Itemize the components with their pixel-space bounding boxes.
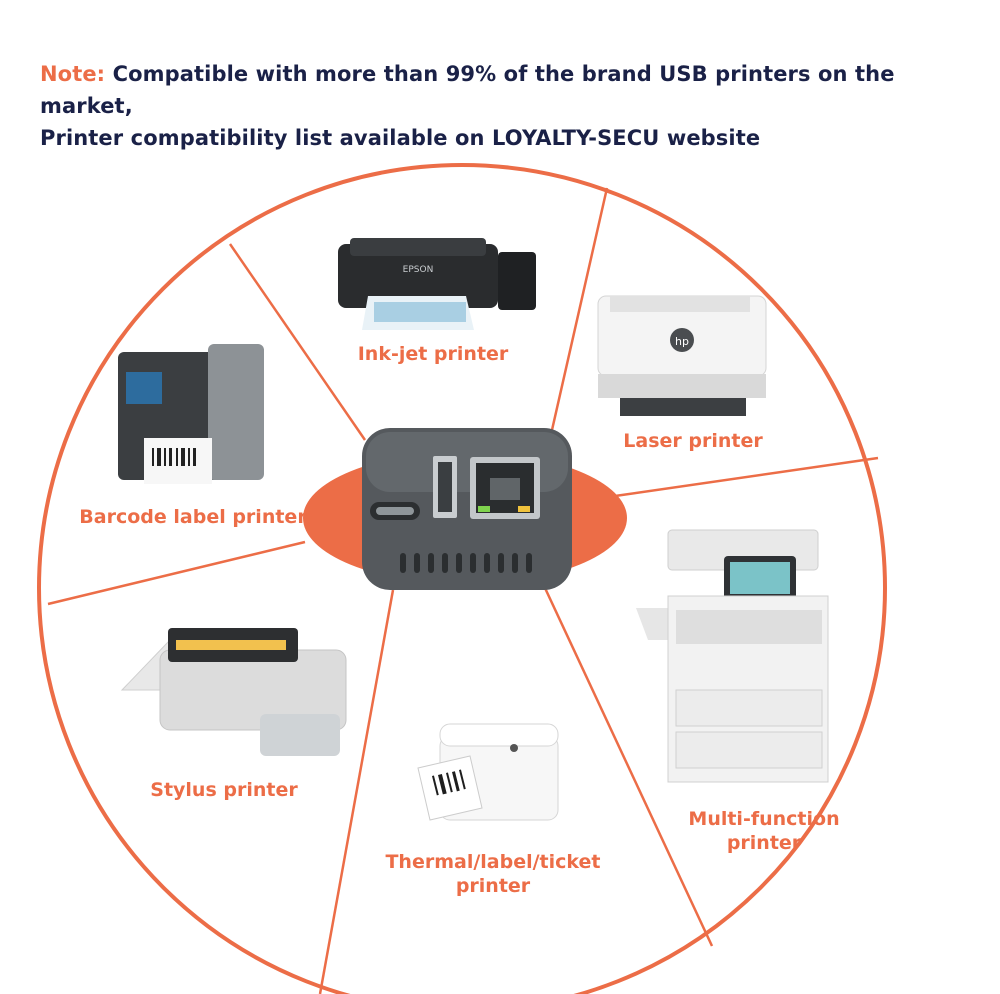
label-mfp-line1: Multi-function xyxy=(688,808,840,830)
wheel-outline xyxy=(37,163,887,994)
label-thermal: Thermal/label/ticket printer xyxy=(380,850,606,898)
thermal-printer-image xyxy=(417,723,559,821)
mfp-printer-image xyxy=(636,529,829,783)
label-thermal-line2: printer xyxy=(455,875,531,897)
divider-top-right xyxy=(550,187,609,431)
wheel-dividers xyxy=(47,187,879,994)
compatibility-note: Note: Compatible with more than 99% of t… xyxy=(40,58,980,154)
divider-bottom-right xyxy=(543,587,714,947)
divider-top-left xyxy=(228,243,367,441)
divider-right xyxy=(614,456,879,498)
divider-left xyxy=(47,540,306,606)
laser-printer-image: hp xyxy=(597,295,767,416)
print-server-device xyxy=(362,428,572,590)
note-line-1: Note: Compatible with more than 99% of t… xyxy=(40,58,980,122)
hp-logo xyxy=(670,328,694,352)
svg-text:hp: hp xyxy=(675,335,689,348)
label-inkjet: Ink-jet printer xyxy=(357,343,509,365)
barcode-printer-image xyxy=(118,344,264,484)
label-laser: Laser printer xyxy=(623,430,763,452)
label-mfp-line2: printer xyxy=(726,832,802,854)
divider-bottom-left xyxy=(318,589,395,994)
label-thermal-line1: Thermal/label/ticket xyxy=(385,851,601,873)
note-lead: Note: xyxy=(40,62,106,86)
inkjet-printer-image: EPSON xyxy=(338,238,536,330)
note-line-2: Printer compatibility list available on … xyxy=(40,126,761,150)
note-text-1: Compatible with more than 99% of the bra… xyxy=(40,62,895,118)
epson-logo: EPSON xyxy=(403,265,434,275)
label-stylus: Stylus printer xyxy=(150,779,298,801)
stylus-printer-image xyxy=(120,628,347,756)
label-mfp: Multi-function printer xyxy=(680,807,848,855)
vent-slots xyxy=(400,553,532,573)
label-barcode: Barcode label printer xyxy=(79,506,307,528)
